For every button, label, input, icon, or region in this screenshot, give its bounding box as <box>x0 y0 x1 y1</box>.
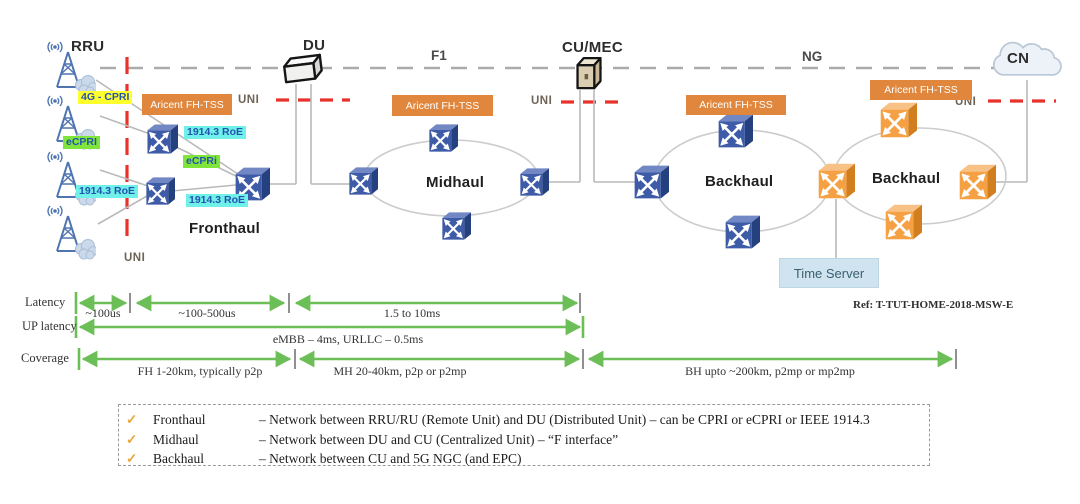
backhaul-core-switch-icon <box>879 101 917 139</box>
up-latency-row-label: UP latency <box>22 319 77 333</box>
protocol-tag-roe: 1914.3 RoE <box>186 194 249 207</box>
midhaul-switch-icon <box>519 167 549 197</box>
protocol-tag-roe: 1914.3 RoE <box>76 185 139 198</box>
time-server-box: Time Server <box>779 258 879 288</box>
coverage-value: FH 1-20km, typically p2p <box>137 364 263 378</box>
uni-label: UNI <box>124 252 146 264</box>
legend-term: Midhaul <box>153 431 199 447</box>
cn-label: CN <box>1007 50 1030 67</box>
aricent-fh-tss-box: Aricent FH-TSS <box>686 95 786 115</box>
coverage-row-label: Coverage <box>21 351 69 365</box>
midhaul-switch-icon <box>348 166 378 196</box>
aricent-fh-tss-box: Aricent FH-TSS <box>142 94 232 115</box>
midhaul-switch-icon <box>428 123 458 153</box>
legend-desc: – Network between RRU/RU (Remote Unit) a… <box>259 412 870 427</box>
protocol-tag-ecpri: eCPRi <box>183 155 220 168</box>
connection-lines <box>95 79 1028 258</box>
protocol-tag-ecpri: eCPRI <box>63 136 100 149</box>
backhaul-switch-icon <box>633 164 669 200</box>
check-icon: ✓ <box>126 451 138 466</box>
fronthaul-section-label: Fronthaul <box>189 220 260 237</box>
backhaul-switch-icon <box>717 113 753 149</box>
rru-label: RRU <box>71 38 105 55</box>
legend-row-midhaul: ✓ Midhaul – Network between DU and CU (C… <box>126 430 929 450</box>
protocol-tag-roe: 1914.3 RoE <box>184 126 247 139</box>
legend-desc: – Network between CU and 5G NGC (and EPC… <box>259 451 522 466</box>
coverage-value: MH 20-40km, p2p or p2mp <box>333 364 467 378</box>
cu-mec-label: CU/MEC <box>562 39 623 56</box>
latency-value: ~100us <box>85 306 121 320</box>
latency-value: ~100-500us <box>178 306 236 320</box>
legend-term: Fronthaul <box>153 412 206 427</box>
aricent-fh-tss-box: Aricent FH-TSS <box>392 95 493 116</box>
uni-demarcation-lines <box>125 57 1056 240</box>
du-label: DU <box>303 37 326 54</box>
legend-term: Backhaul <box>153 451 204 466</box>
segment-ticks <box>129 293 957 369</box>
midhaul-switch-icon <box>441 211 471 241</box>
fronthaul-switch-icon <box>145 176 175 206</box>
fronthaul-switch-icon <box>146 123 178 155</box>
legend-row-backhaul: ✓ Backhaul – Network between CU and 5G N… <box>126 449 929 469</box>
cu-mec-node-icon <box>574 54 604 94</box>
f1-interface-label: F1 <box>431 48 447 63</box>
backhaul-section-label: Backhaul <box>872 170 941 187</box>
legend-row-fronthaul: ✓ Fronthaul – Network between RRU/RU (Re… <box>126 410 929 430</box>
legend-desc: – Network between DU and CU (Centralized… <box>259 431 619 447</box>
protocol-tag-4g-cpri: 4G - CPRI <box>78 91 133 104</box>
ng-interface-label: NG <box>802 49 823 64</box>
du-node-icon <box>281 52 325 86</box>
uni-label: UNI <box>531 95 553 107</box>
check-icon: ✓ <box>126 412 138 427</box>
backhaul-switch-icon <box>724 214 760 250</box>
coverage-value: BH upto ~200km, p2mp or mp2mp <box>685 364 855 378</box>
midhaul-section-label: Midhaul <box>426 174 485 191</box>
latency-arrows <box>74 292 954 370</box>
check-icon: ✓ <box>126 431 138 447</box>
aricent-fh-tss-box: Aricent FH-TSS <box>870 80 972 100</box>
rru-tower-icon <box>40 204 96 260</box>
legend-box: ✓ Fronthaul – Network between RRU/RU (Re… <box>118 404 930 466</box>
latency-row-label: Latency <box>25 295 66 309</box>
reference-text: Ref: T-TUT-HOME-2018-MSW-E <box>853 299 1014 311</box>
latency-value: 1.5 to 10ms <box>383 306 441 320</box>
backhaul-core-switch-icon <box>958 163 996 201</box>
backhaul-section-label: Backhaul <box>705 173 774 190</box>
up-latency-value: eMBB – 4ms, URLLC – 0.5ms <box>272 332 424 346</box>
uni-label: UNI <box>238 94 260 106</box>
backhaul-core-switch-icon <box>884 203 922 241</box>
backhaul-core-switch-icon <box>817 162 855 200</box>
